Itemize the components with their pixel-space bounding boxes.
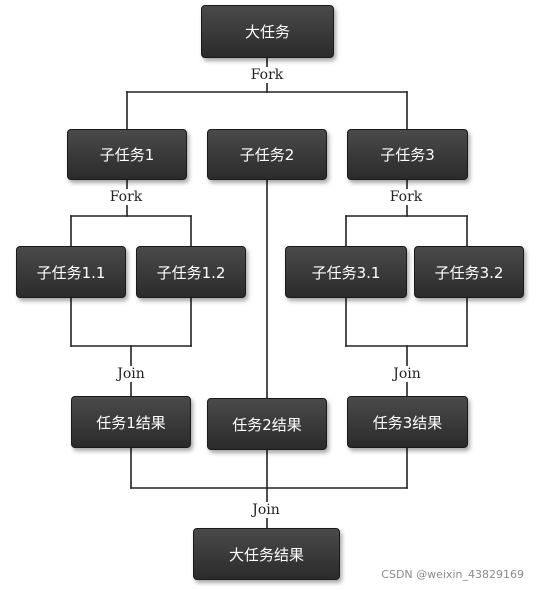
node-subtask-2: 子任务2 <box>207 129 327 180</box>
fork-label-right: Fork <box>387 189 425 205</box>
fork-label-top: Fork <box>248 67 286 83</box>
join-label-right: Join <box>391 366 423 382</box>
node-big-task: 大任务 <box>201 5 334 58</box>
node-subtask-1-1: 子任务1.1 <box>16 246 126 298</box>
join-label-bottom: Join <box>250 502 282 518</box>
node-result-1-label: 任务1结果 <box>96 413 166 432</box>
node-result-1: 任务1结果 <box>71 396 191 448</box>
node-subtask-3-1: 子任务3.1 <box>285 246 407 298</box>
node-big-task-result: 大任务结果 <box>193 528 340 580</box>
watermark-text: CSDN @weixin_43829169 <box>381 568 524 581</box>
join-label-left: Join <box>115 366 147 382</box>
node-subtask-3: 子任务3 <box>347 129 468 180</box>
node-subtask-3-1-label: 子任务3.1 <box>311 263 381 282</box>
node-subtask-1-label: 子任务1 <box>99 146 155 164</box>
node-subtask-3-label: 子任务3 <box>380 146 435 164</box>
node-subtask-3-2-label: 子任务3.2 <box>434 263 504 282</box>
node-subtask-1-2-label: 子任务1.2 <box>156 263 226 282</box>
node-subtask-2-label: 子任务2 <box>239 146 295 164</box>
node-subtask-1-1-label: 子任务1.1 <box>36 263 106 282</box>
fork-label-left: Fork <box>107 189 145 205</box>
node-big-task-label: 大任务 <box>244 23 290 41</box>
node-subtask-1: 子任务1 <box>67 129 187 180</box>
node-big-task-result-label: 大任务结果 <box>228 545 304 564</box>
node-result-3-label: 任务3结果 <box>372 413 443 432</box>
node-result-3: 任务3结果 <box>347 396 468 448</box>
node-result-2: 任务2结果 <box>207 398 327 450</box>
node-subtask-3-2: 子任务3.2 <box>414 246 524 298</box>
node-subtask-1-2: 子任务1.2 <box>136 246 246 298</box>
node-result-2-label: 任务2结果 <box>232 415 302 434</box>
